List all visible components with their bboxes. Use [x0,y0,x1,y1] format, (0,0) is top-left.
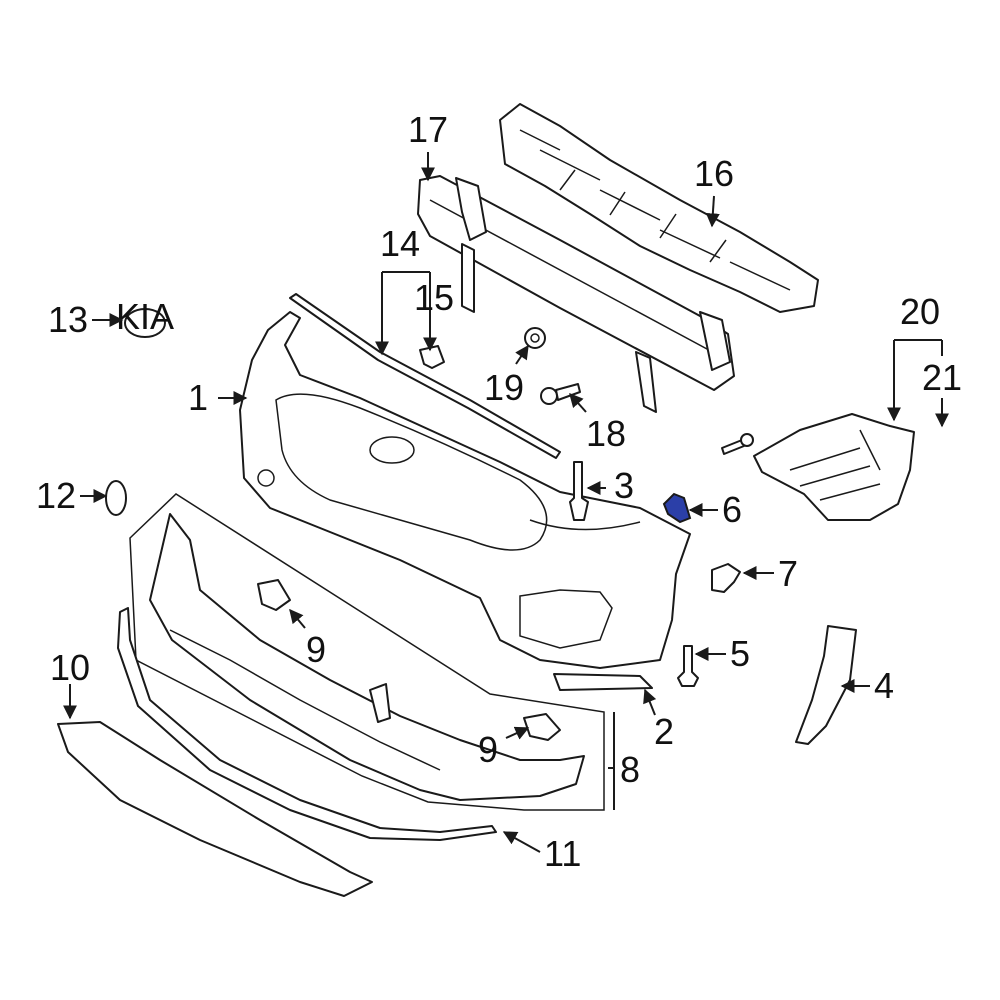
callout-4: 4 [874,665,894,706]
callout-labels: 1 2 3 4 5 6 7 8 9 9 10 11 12 13 14 15 16… [36,109,962,874]
screw-part[interactable] [721,433,754,455]
callout-5: 5 [730,633,750,674]
callout-15: 15 [414,277,454,318]
callout-10: 10 [50,647,90,688]
side-molding-part[interactable] [795,625,857,745]
grille-bracket-part-a[interactable] [257,579,291,611]
callout-20: 20 [900,291,940,332]
grille-bracket-part-b[interactable] [523,713,561,741]
fog-lamp-bezel-part[interactable] [753,413,915,521]
leader-lines [63,152,949,853]
callout-13: 13 [48,299,88,340]
bumper-cover-part[interactable] [239,311,691,669]
side-bracket-part[interactable] [711,563,741,593]
bolt-part[interactable] [540,383,581,405]
lower-molding-strip-part[interactable] [117,607,497,841]
callout-8: 8 [620,749,640,790]
emblem-label: KIA [116,296,174,337]
callout-17: 17 [408,109,448,150]
callout-6: 6 [722,489,742,530]
lower-bolt-part[interactable] [677,645,699,687]
skid-plate-part[interactable] [57,721,373,897]
energy-absorber-part[interactable] [499,103,819,313]
callout-3: 3 [614,465,634,506]
callout-12: 12 [36,475,76,516]
clip-part[interactable] [419,345,445,369]
callout-18: 18 [586,413,626,454]
kia-emblem-part[interactable]: KIA [116,296,174,338]
callout-9a: 9 [306,629,326,670]
callout-7: 7 [778,553,798,594]
lower-grille-assembly-part[interactable] [129,493,605,811]
callout-21: 21 [922,357,962,398]
lower-trim-part[interactable] [553,673,653,691]
callout-16: 16 [694,153,734,194]
tow-hook-cap-part[interactable] [105,480,127,516]
stud-part[interactable] [569,461,589,521]
callout-11: 11 [544,833,581,874]
retainer-part-highlighted[interactable] [662,492,692,524]
callout-14: 14 [380,223,420,264]
reinforcement-bar-part[interactable] [417,175,735,413]
callout-2: 2 [654,711,674,752]
nut-part[interactable] [524,327,546,349]
callout-1: 1 [188,377,208,418]
callout-9b: 9 [478,729,498,770]
upper-molding-part[interactable] [289,293,561,459]
callout-19: 19 [484,367,524,408]
